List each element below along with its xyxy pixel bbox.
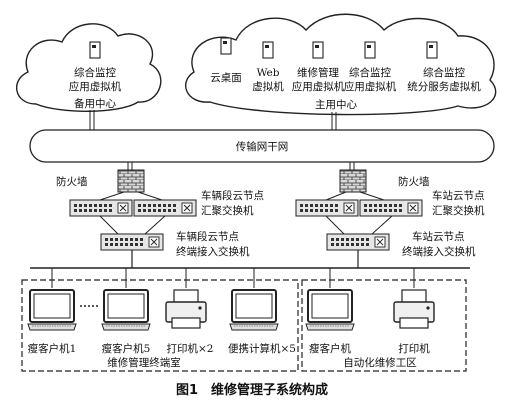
device-label-printer-right: 打印机 xyxy=(398,342,430,355)
printer-left-icon xyxy=(165,289,207,329)
zone-left-box xyxy=(21,279,299,372)
backbone-bar xyxy=(29,129,495,163)
firewall-right-icon xyxy=(339,169,367,193)
zone-right-box xyxy=(301,279,467,372)
access-switch-left-label-1: 车辆段云节点 xyxy=(176,230,239,243)
thin-client-5-icon xyxy=(101,289,151,331)
zone-right-label: 自动化维修工区 xyxy=(343,356,417,369)
device-label-thin-client-5: 瘦客户机5 xyxy=(102,342,151,355)
server-icon xyxy=(262,41,274,59)
zone-left-label: 维修管理终端室 xyxy=(107,356,181,369)
device-label-laptops: 便携计算机×5 xyxy=(228,342,296,355)
agg-switch-left-b-icon xyxy=(133,199,197,217)
backup-server-label-2: 应用虚拟机 xyxy=(69,80,122,93)
server-icon xyxy=(89,41,101,59)
agg-switch-left-label-2: 汇聚交换机 xyxy=(201,204,254,217)
access-switch-right-icon xyxy=(326,233,390,251)
agg-switch-left-label-1: 车辆段云节点 xyxy=(201,189,264,202)
main-server-5-label-2: 统分服务虚拟机 xyxy=(407,80,481,93)
backbone-label: 传输网干网 xyxy=(236,140,289,153)
agg-switch-right-label-2: 汇聚交换机 xyxy=(432,204,485,217)
main-server-2-label-1: Web xyxy=(257,67,280,79)
device-label-printers: 打印机×2 xyxy=(167,342,214,355)
main-server-3-label-2: 应用虚拟机 xyxy=(292,80,345,93)
backup-server-label-1: 综合监控 xyxy=(74,66,116,79)
access-switch-right-label-1: 车站云节点 xyxy=(412,230,465,243)
agg-switch-right-a-icon xyxy=(295,199,359,217)
server-icon xyxy=(364,41,376,59)
server-icon xyxy=(220,37,232,55)
device-label-thin-client-1: 瘦客户机1 xyxy=(28,342,77,355)
printer-right-icon xyxy=(393,289,435,329)
agg-switch-left-a-icon xyxy=(69,199,133,217)
access-switch-right-label-2: 终端接入交换机 xyxy=(402,245,476,258)
backup-center-cloud xyxy=(15,23,162,112)
figure-caption: 图1 维修管理子系统构成 xyxy=(176,382,328,398)
main-server-3-label-1: 维修管理 xyxy=(297,66,339,79)
agg-switch-right-b-icon xyxy=(359,199,423,217)
main-server-4-label-2: 应用虚拟机 xyxy=(344,80,397,93)
firewall-left-icon xyxy=(117,169,145,193)
laptop-icon xyxy=(229,289,279,331)
main-server-4-label-1: 综合监控 xyxy=(349,66,391,79)
firewall-left-label: 防火墙 xyxy=(56,175,88,188)
agg-switch-right-label-1: 车站云节点 xyxy=(432,189,485,202)
main-server-5-label-1: 综合监控 xyxy=(423,66,465,79)
main-server-1-label: 云桌面 xyxy=(210,71,242,84)
thin-client-right-icon xyxy=(305,289,355,331)
server-icon xyxy=(426,41,438,59)
device-label-thin-client-right: 瘦客户机 xyxy=(309,342,351,355)
server-icon xyxy=(312,41,324,59)
firewall-right-label: 防火墙 xyxy=(398,175,430,188)
backup-center-label: 备用中心 xyxy=(74,97,116,110)
access-switch-left-icon xyxy=(100,233,164,251)
main-center-label: 主用中心 xyxy=(315,98,357,111)
main-server-2-label-2: 虚拟机 xyxy=(252,80,284,93)
main-center-cloud xyxy=(185,13,497,116)
thin-client-1-icon xyxy=(27,289,77,331)
access-switch-left-label-2: 终端接入交换机 xyxy=(176,245,250,258)
